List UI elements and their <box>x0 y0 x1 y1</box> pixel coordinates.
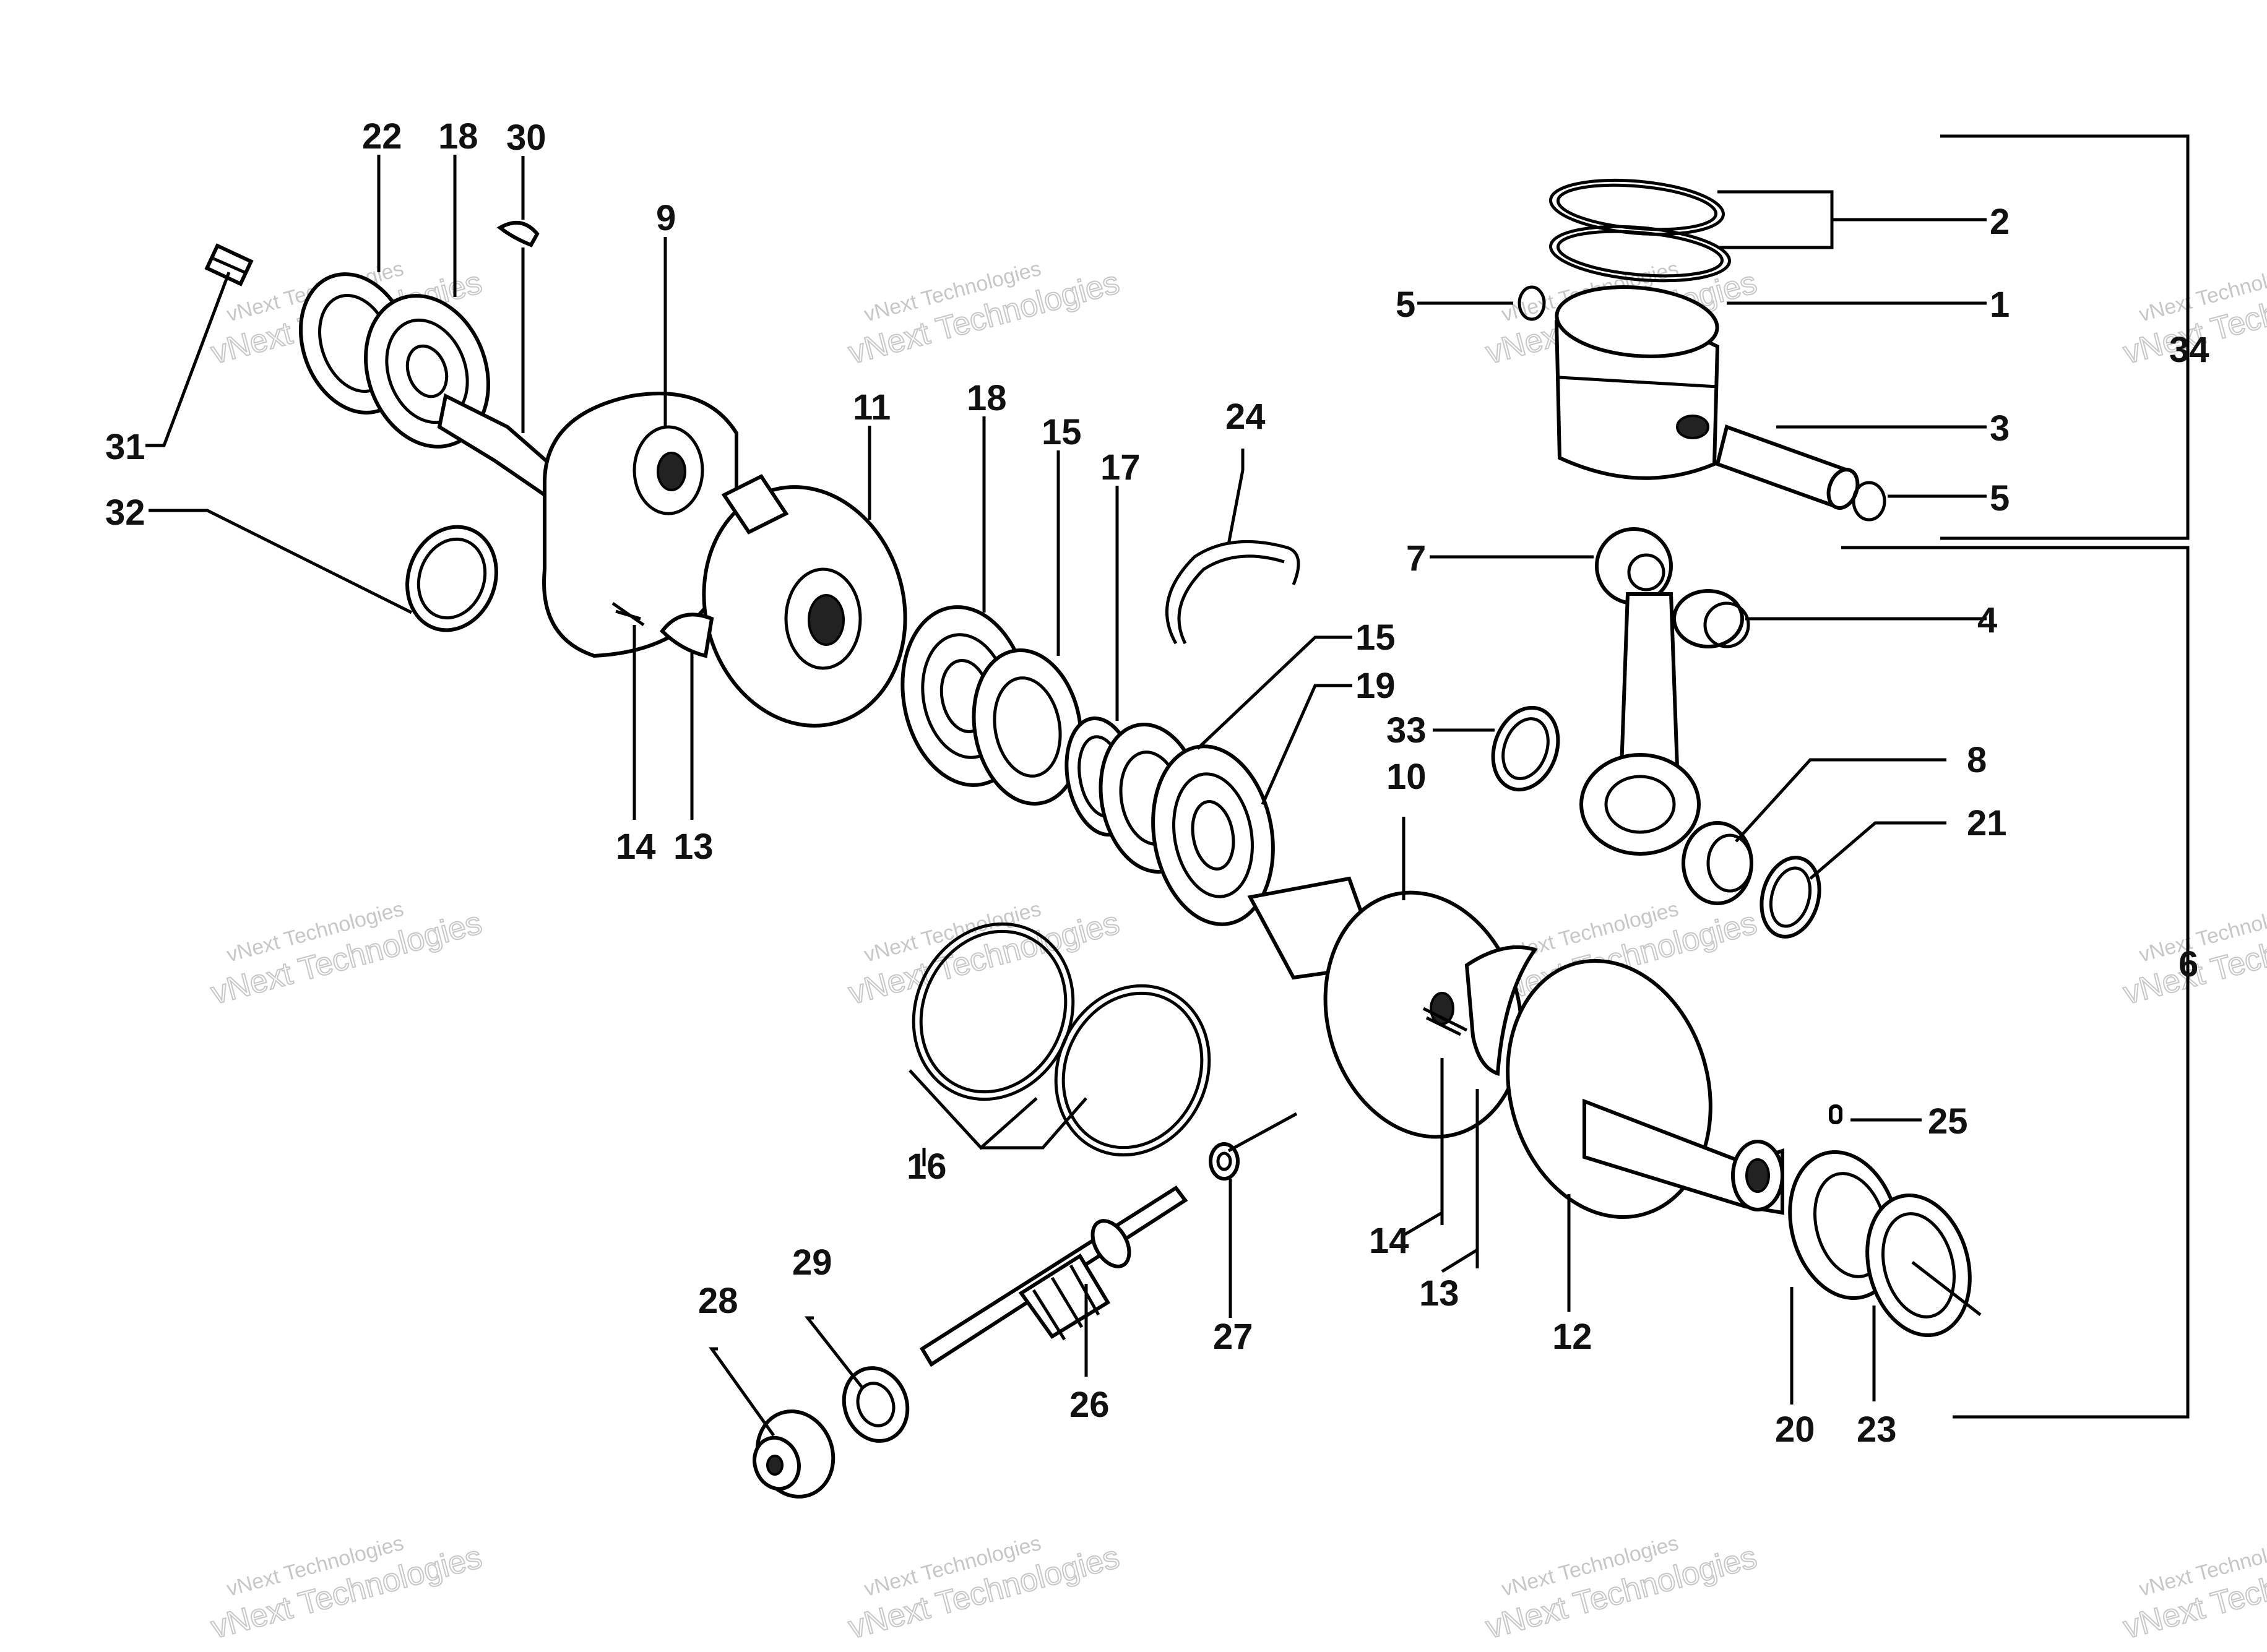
part-14-pin-left <box>611 601 645 627</box>
callout-18-center: 18 <box>967 378 1007 418</box>
callout-13-left: 13 <box>673 827 714 867</box>
watermark: vNext Technologies vNext Technologies <box>207 897 486 1012</box>
part-4-small-end-bearing <box>1672 589 1750 648</box>
callout-21: 21 <box>1967 803 2007 843</box>
callout-19: 19 <box>1355 666 1396 706</box>
callout-10: 10 <box>1386 757 1427 797</box>
part-16-ring-b <box>1054 984 1211 1157</box>
part-5-circlip-top <box>1518 285 1546 321</box>
callout-5-bottom: 5 <box>1990 478 2010 518</box>
callout-28: 28 <box>698 1281 738 1321</box>
callout-6: 6 <box>2178 944 2198 984</box>
callout-24: 24 <box>1225 397 1266 437</box>
callout-30: 30 <box>506 118 546 158</box>
part-24-circlip <box>1165 540 1300 645</box>
part-29-small-bearing <box>842 1366 910 1443</box>
callout-32: 32 <box>105 493 145 533</box>
part-11-flywheel-disc <box>702 474 907 728</box>
callout-7: 7 <box>1406 538 1426 579</box>
callout-14-right: 14 <box>1369 1221 1409 1261</box>
part-13-washer-left <box>660 613 714 658</box>
watermark: vNext Technologies vNext Technologies <box>844 897 1124 1012</box>
left-crank-shaft <box>437 393 559 498</box>
part-12-crank-web-right <box>1506 958 1784 1220</box>
part-28-bush <box>753 1409 836 1499</box>
watermark: vNext Technologies vNext Technologies <box>2119 1531 2267 1646</box>
callout-26: 26 <box>1069 1385 1110 1425</box>
watermark: vNext Technologies vNext Technologies <box>844 1531 1124 1646</box>
watermark: vNext Technologies vNext Technologies <box>844 257 1124 372</box>
part-8-big-end-bearing <box>1682 821 1753 905</box>
watermark: vNext Technologies vNext Technologies <box>207 1531 486 1646</box>
callout-22: 22 <box>362 116 402 157</box>
callout-25: 25 <box>1928 1101 1968 1142</box>
callout-33: 33 <box>1386 710 1427 751</box>
leader-lines <box>145 134 2190 1437</box>
callout-31: 31 <box>105 427 145 467</box>
callout-16: 16 <box>907 1147 947 1187</box>
callout-2: 2 <box>1990 202 2010 242</box>
callout-8: 8 <box>1967 740 1987 780</box>
part-2-piston-rings <box>1548 178 1731 283</box>
part-25-pin <box>1829 1104 1842 1124</box>
part-31-screw <box>204 243 254 286</box>
part-13-washer-right <box>1464 945 1538 1077</box>
part-23-oil-seal-right <box>1865 1194 1982 1337</box>
part-15-seal-ring-upper <box>972 648 1083 806</box>
callout-5-top: 5 <box>1396 285 1415 325</box>
callout-15-upper: 15 <box>1042 412 1082 452</box>
callout-1: 1 <box>1990 285 2010 325</box>
watermark: vNext Technologies vNext Technologies <box>1482 1531 1761 1646</box>
callout-11: 11 <box>853 387 891 428</box>
callout-13-right: 13 <box>1419 1273 1459 1314</box>
part-3-piston-pin <box>1715 424 1860 510</box>
callout-12: 12 <box>1552 1317 1592 1357</box>
part-30-key <box>496 221 540 247</box>
part-labels: 22 18 30 9 31 32 11 18 15 17 24 14 13 15… <box>105 116 2209 1450</box>
callout-18-left: 18 <box>438 116 478 157</box>
part-21-thrust-washer <box>1760 856 1821 939</box>
callout-29: 29 <box>792 1242 832 1283</box>
part-10-right-flywheel <box>1247 876 1524 1139</box>
callout-23: 23 <box>1857 1409 1897 1450</box>
parts <box>204 178 1982 1499</box>
callout-4: 4 <box>1977 600 1997 640</box>
callout-34: 34 <box>2169 330 2209 370</box>
part-26-drive-gear-shaft <box>919 1185 1188 1367</box>
callout-9: 9 <box>656 198 676 238</box>
callout-17: 17 <box>1100 447 1141 488</box>
part-33-washer <box>1491 705 1560 792</box>
part-14-pin-right <box>1422 1007 1468 1036</box>
part-7-connecting-rod <box>1579 527 1701 856</box>
callout-15-lower: 15 <box>1355 617 1396 658</box>
part-32-washer <box>405 525 498 632</box>
callout-3: 3 <box>1990 408 2010 449</box>
part-27-washer <box>1209 1142 1240 1181</box>
callout-14-left: 14 <box>616 827 656 867</box>
part-1-piston <box>1554 285 1720 480</box>
callout-20: 20 <box>1775 1409 1815 1450</box>
callout-27: 27 <box>1213 1317 1253 1357</box>
part-5-circlip-bottom <box>1852 481 1886 522</box>
